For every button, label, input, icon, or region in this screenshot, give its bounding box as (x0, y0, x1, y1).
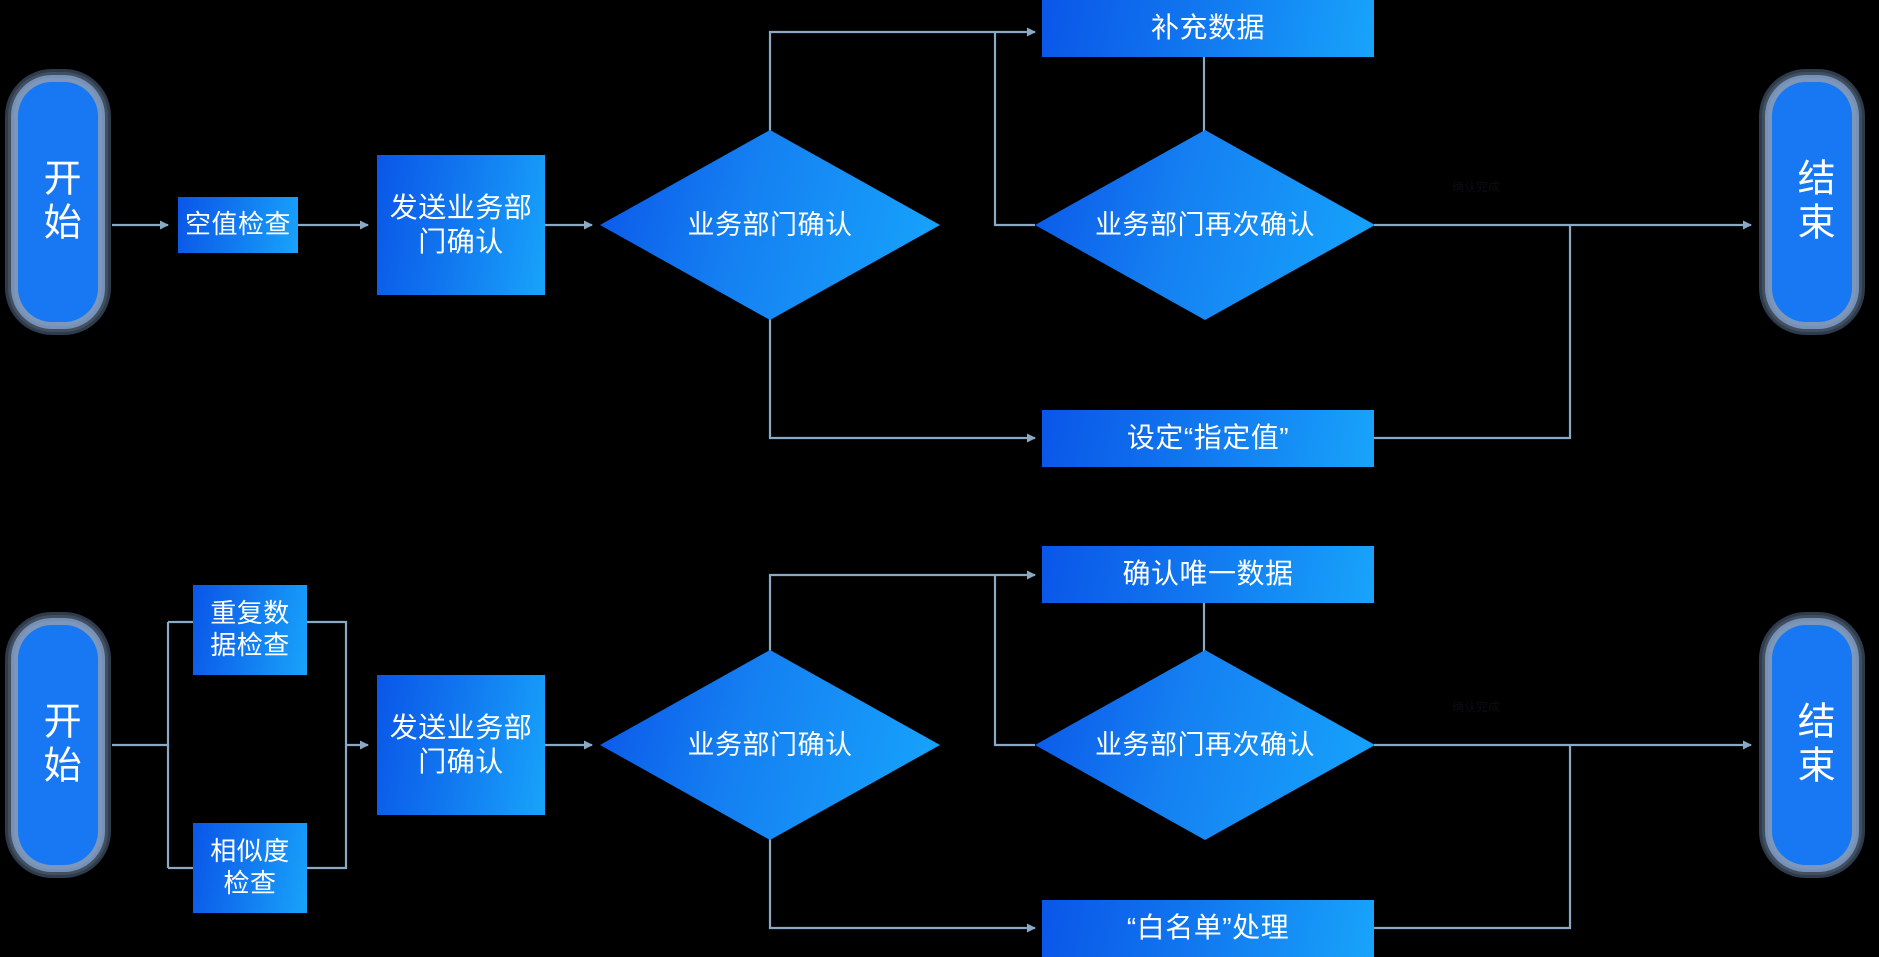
node-set-value[interactable]: 设定“指定值” (1042, 410, 1374, 467)
node-end-top[interactable]: 结束 (1772, 82, 1852, 322)
node-null-check-label: 空值检查 (184, 209, 291, 240)
edge-reconfirm-loopback (993, 32, 1035, 227)
node-fill-data[interactable]: 补充数据 (1042, 0, 1374, 57)
edge-dupcheck-merge (307, 620, 348, 745)
node-send-dept-top-label: 发送业务部门确认 (389, 191, 533, 257)
node-dup-check[interactable]: 重复数据检查 (193, 585, 307, 675)
edge-simcheck-merge (307, 745, 348, 870)
node-whitelist-label: “白名单”处理 (1126, 912, 1290, 944)
node-fill-data-label: 补充数据 (1150, 12, 1265, 44)
edge-label-confirm-done-top: 确认完成 (1452, 180, 1501, 194)
node-dept-reconfirm-bottom-label: 业务部门再次确认 (1095, 729, 1315, 760)
edge-start2-split (112, 622, 170, 747)
node-dept-confirm-bottom-label: 业务部门确认 (687, 729, 853, 760)
node-dup-check-label: 重复数据检查 (210, 598, 290, 660)
edge-reconfirm2-loopback (993, 575, 1035, 747)
node-null-check[interactable]: 空值检查 (178, 197, 298, 253)
node-end-bottom[interactable]: 结束 (1772, 625, 1852, 865)
edge-setvalue-to-end (1374, 225, 1572, 440)
node-end-top-label: 结束 (1791, 158, 1834, 246)
node-start-bottom-label: 开始 (37, 701, 80, 789)
node-dept-reconfirm-top-label: 业务部门再次确认 (1095, 209, 1315, 240)
node-whitelist[interactable]: “白名单”处理 (1042, 900, 1374, 957)
node-sim-check[interactable]: 相似度检查 (193, 823, 307, 913)
node-send-dept-bottom-label: 发送业务部门确认 (389, 711, 533, 777)
edge-whitelist-to-end2 (1374, 745, 1572, 930)
node-start-top[interactable]: 开始 (18, 82, 98, 322)
node-send-dept-bottom[interactable]: 发送业务部门确认 (377, 675, 545, 815)
edge-label-confirm-done-bottom: 确认完成 (1452, 700, 1501, 714)
node-dept-confirm-top-label: 业务部门确认 (687, 209, 853, 240)
node-unique-data[interactable]: 确认唯一数据 (1042, 546, 1374, 603)
node-end-bottom-label: 结束 (1791, 701, 1834, 789)
node-set-value-label: 设定“指定值” (1126, 422, 1290, 454)
node-sim-check-label: 相似度检查 (210, 836, 290, 898)
node-start-bottom[interactable]: 开始 (18, 625, 98, 865)
node-send-dept-top[interactable]: 发送业务部门确认 (377, 155, 545, 295)
node-unique-data-label: 确认唯一数据 (1122, 558, 1294, 590)
node-start-top-label: 开始 (37, 158, 80, 246)
